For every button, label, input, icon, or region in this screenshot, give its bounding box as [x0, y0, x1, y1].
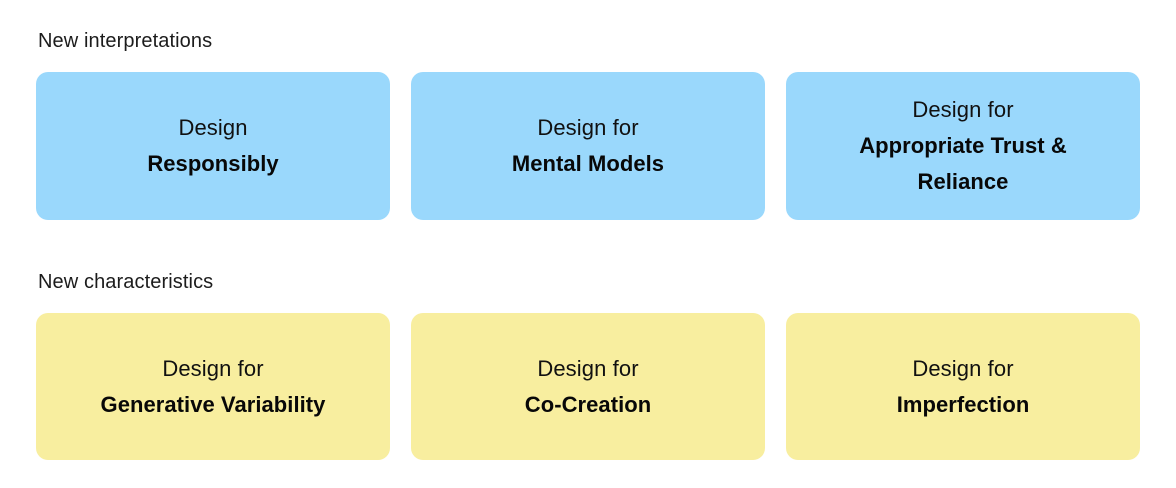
- card-design-for-generative-variability[interactable]: Design for Generative Variability: [36, 313, 390, 460]
- section-label-new-interpretations: New interpretations: [38, 30, 213, 52]
- section-new-interpretations: New interpretations Design Responsibly D…: [36, 28, 1140, 220]
- card-title: Appropriate Trust & Reliance: [859, 133, 1067, 194]
- card-design-for-imperfection[interactable]: Design for Imperfection: [786, 313, 1140, 460]
- card-row-new-interpretations: Design Responsibly Design for Mental Mod…: [36, 72, 1140, 220]
- card-lead: Design for: [912, 97, 1014, 122]
- card-design-for-mental-models[interactable]: Design for Mental Models: [411, 72, 765, 220]
- section-new-characteristics: New characteristics Design for Generativ…: [36, 269, 1140, 460]
- card-design-responsibly[interactable]: Design Responsibly: [36, 72, 390, 220]
- card-design-for-appropriate-trust-and-reliance[interactable]: Design for Appropriate Trust & Reliance: [786, 72, 1140, 220]
- card-lead: Design: [178, 115, 248, 140]
- card-title: Imperfection: [896, 391, 1030, 417]
- card-lead: Design for: [912, 355, 1014, 381]
- card-title: Mental Models: [511, 151, 665, 176]
- card-lead: Design for: [162, 355, 264, 381]
- card-title: Co-Creation: [524, 391, 652, 417]
- card-row-new-characteristics: Design for Generative Variability Design…: [36, 313, 1140, 460]
- card-title: Responsibly: [147, 151, 279, 176]
- card-design-for-co-creation[interactable]: Design for Co-Creation: [411, 313, 765, 460]
- section-label-new-characteristics: New characteristics: [38, 271, 214, 293]
- card-lead: Design for: [537, 115, 639, 140]
- card-title: Generative Variability: [100, 391, 326, 417]
- card-lead: Design for: [537, 355, 639, 381]
